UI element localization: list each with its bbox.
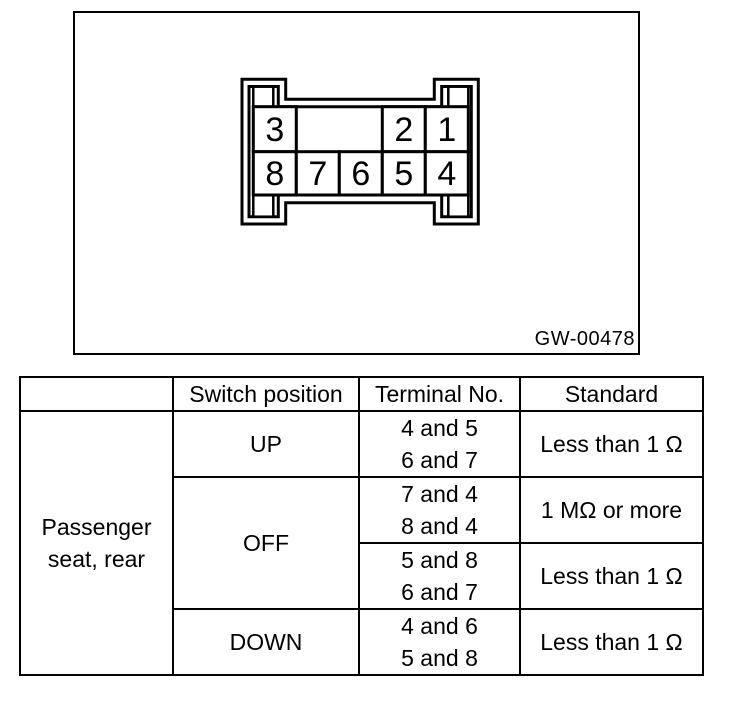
header-blank-cell [19, 376, 174, 412]
terminal-pair-line: 6 and 7 [401, 579, 478, 605]
terminal-pair-line: 5 and 8 [401, 645, 478, 671]
terminal-pair-cell: 4 and 5 6 and 7 [358, 410, 521, 478]
switch-position-up: UP [172, 410, 360, 478]
connector-diagram: 3 2 1 8 7 6 5 4 [240, 77, 480, 226]
connector-outer-outline [240, 77, 480, 226]
corner-tab-top-right [447, 85, 470, 108]
terminal-pair-line: 4 and 6 [401, 613, 478, 639]
switch-position-off: OFF [172, 476, 360, 610]
terminal-cell [251, 150, 298, 197]
corner-tab-bottom-left [252, 193, 275, 218]
terminal-number: 6 [351, 155, 370, 193]
terminal-cell [423, 150, 470, 197]
header-standard: Standard [519, 376, 704, 412]
resistance-spec-table: Switch position Terminal No. Standard Pa… [19, 376, 704, 676]
terminal-pair-cell: 4 and 6 5 and 8 [358, 608, 521, 676]
terminal-cell [337, 150, 384, 197]
standard-value-cell: 1 MΩ or more [519, 476, 704, 544]
terminal-pair-cell: 7 and 4 8 and 4 [358, 476, 521, 544]
switch-position-down: DOWN [172, 608, 360, 676]
corner-tab-bottom-right [447, 193, 470, 218]
standard-value-cell: Less than 1 Ω [519, 608, 704, 676]
standard-value-cell: Less than 1 Ω [519, 410, 704, 478]
corner-tab-top-left [252, 85, 275, 108]
terminal-number: 5 [394, 155, 413, 193]
standard-value-cell: Less than 1 Ω [519, 542, 704, 610]
terminal-number: 7 [308, 155, 327, 193]
terminal-number: 8 [265, 155, 284, 193]
terminal-cell [380, 150, 427, 197]
terminal-pair-line: 8 and 4 [401, 513, 478, 539]
figure-code: GW-00478 [534, 328, 635, 350]
terminal-pair-cell: 5 and 8 6 and 7 [358, 542, 521, 610]
header-switch-position: Switch position [172, 376, 360, 412]
row-group-label: Passenger seat, rear [19, 410, 174, 676]
terminal-pair-line: 5 and 8 [401, 547, 478, 573]
terminal-pair-line: 4 and 5 [401, 415, 478, 441]
terminal-number: 1 [437, 111, 456, 149]
terminal-cell [423, 105, 470, 154]
terminal-number: 3 [265, 111, 284, 149]
terminal-number: 2 [394, 111, 413, 149]
terminal-number: 4 [437, 155, 456, 193]
terminal-pair-line: 6 and 7 [401, 447, 478, 473]
terminal-pair-line: 7 and 4 [401, 481, 478, 507]
header-terminal-no: Terminal No. [358, 376, 521, 412]
connector-figure-box: 3 2 1 8 7 6 5 4 GW-00478 [73, 11, 640, 355]
